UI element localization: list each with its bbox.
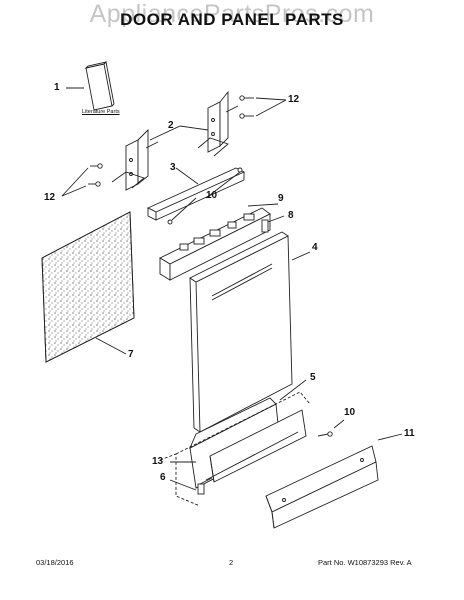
kick-plate <box>265 445 379 529</box>
clip-part <box>261 219 269 233</box>
callout-7: 7 <box>128 349 134 360</box>
callout-5: 5 <box>310 372 316 383</box>
literature-booklet-part <box>84 61 115 111</box>
literature-parts-label: Literature Parts <box>82 109 120 115</box>
callout-10-upper: 10 <box>206 190 218 201</box>
screws-left <box>88 163 103 187</box>
watermark: AppliancePartsPros.com <box>89 0 375 28</box>
callout-11: 11 <box>404 428 415 439</box>
screws-right <box>239 95 254 119</box>
callout-8: 8 <box>288 210 294 221</box>
callout-6: 6 <box>160 472 166 483</box>
top-channel-rail <box>146 167 246 221</box>
callout-3: 3 <box>170 162 176 173</box>
footer-date: 03/18/2016 <box>36 558 74 567</box>
toe-kick-assembly <box>189 397 307 489</box>
callout-10-lower: 10 <box>344 407 356 418</box>
callout-9: 9 <box>278 193 284 204</box>
small-clip-part <box>197 483 205 495</box>
callout-4: 4 <box>312 242 318 253</box>
callout-12-left: 12 <box>44 192 56 203</box>
right-hinge-bracket <box>197 90 239 157</box>
inner-door-panel <box>189 231 293 433</box>
left-hinge-bracket <box>111 128 159 191</box>
footer-page-number: 2 <box>229 558 234 567</box>
callout-1: 1 <box>54 82 60 93</box>
callout-13: 13 <box>152 456 164 467</box>
diagram-title: DOOR AND PANEL PARTS <box>120 10 344 29</box>
control-panel-assembly <box>159 207 271 281</box>
callout-2: 2 <box>168 120 174 131</box>
footer-part-number: Part No. W10873293 Rev. A <box>318 558 412 567</box>
outer-door-panel <box>41 211 135 363</box>
callout-12-right: 12 <box>288 94 300 105</box>
screw-lower <box>317 431 333 437</box>
